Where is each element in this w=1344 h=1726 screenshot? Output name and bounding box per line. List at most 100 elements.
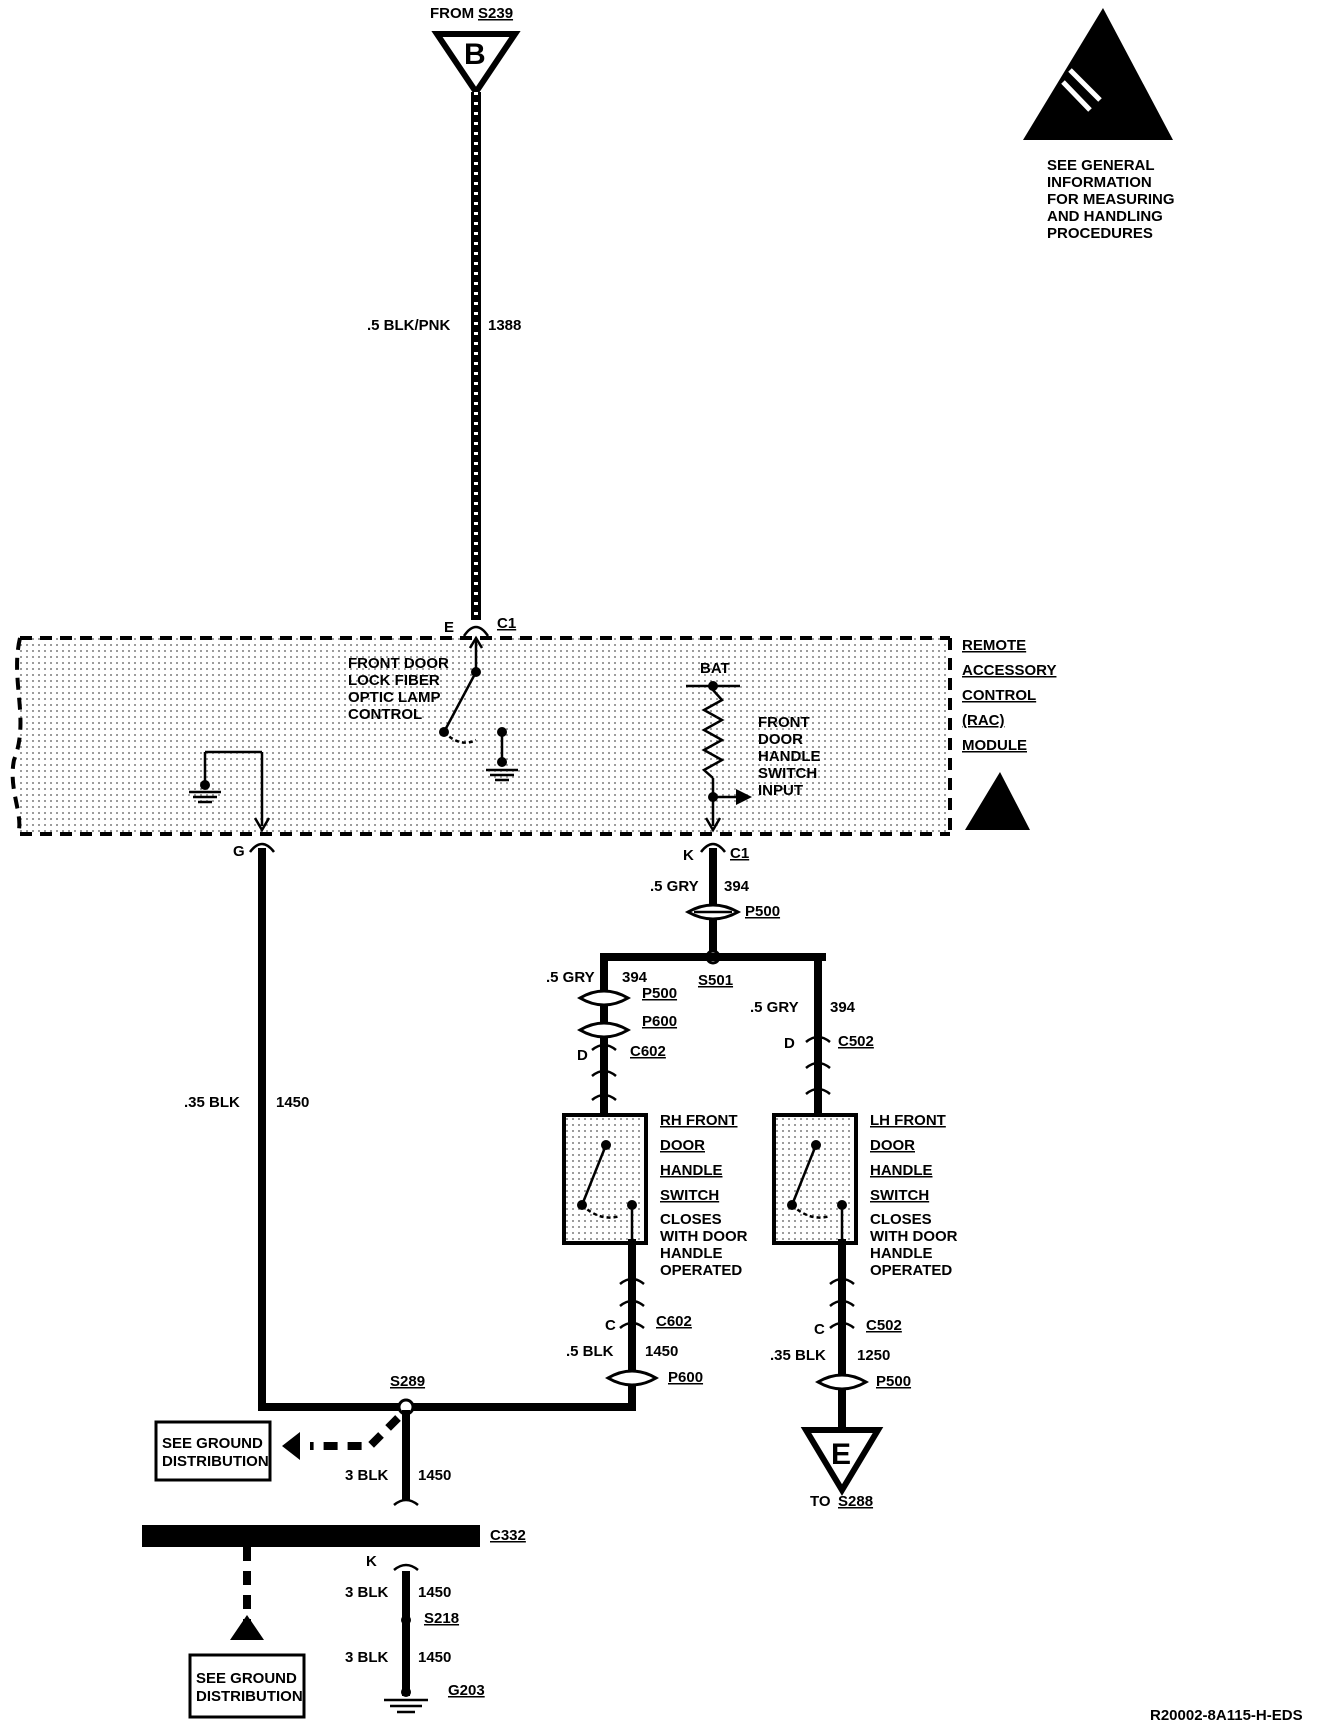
wire-1388-twisted (471, 92, 481, 620)
lh-switch-arm (790, 1144, 818, 1206)
wire-1250-gauge: .35 BLK (770, 1347, 826, 1364)
esd-note-line-3: FOR MEASURING (1047, 191, 1175, 208)
rh-switch-arm (580, 1144, 608, 1206)
input-label-line-5: INPUT (758, 782, 803, 799)
lh-note-line-3: HANDLE (870, 1245, 933, 1262)
to-ref-s288: S288 (838, 1493, 873, 1510)
p500-p600-rh-inline (577, 989, 631, 1039)
wire-1450-rh-gauge: .5 BLK (566, 1343, 614, 1360)
wire-1388-gauge: .5 BLK/PNK (367, 317, 451, 334)
rh-name-line-4: SWITCH (660, 1187, 719, 1204)
wire-1388-circuit: 1388 (488, 317, 521, 334)
pin-g: G (233, 843, 245, 860)
rh-note-line-2: WITH DOOR (660, 1228, 748, 1245)
c502-bot-pin: C (814, 1321, 825, 1338)
ground-ref-1-line-2: DISTRIBUTION (162, 1453, 269, 1470)
input-label-line-4: SWITCH (758, 765, 817, 782)
ground-distribution-ref-1[interactable]: SEE GROUND DISTRIBUTION (154, 1420, 272, 1482)
conn-e-c1: C1 (497, 615, 516, 632)
wire-g-upper-gauge: 3 BLK (345, 1467, 389, 1484)
ground-distribution-ref-2[interactable]: SEE GROUND DISTRIBUTION (188, 1653, 306, 1719)
ground-ref-2-line-1: SEE GROUND (196, 1670, 297, 1687)
lh-note-line-2: WITH DOOR (870, 1228, 958, 1245)
wire-g-mid-circuit: 1450 (418, 1584, 451, 1601)
connector-b-letter: B (464, 38, 486, 71)
rh-note-line-1: CLOSES (660, 1211, 722, 1228)
lh-note-line-1: CLOSES (870, 1211, 932, 1228)
p500-top-label: P500 (745, 903, 780, 920)
s289-label: S289 (390, 1373, 425, 1390)
wire-g-mid-gauge: 3 BLK (345, 1584, 389, 1601)
lamp-label-line-2: LOCK FIBER (348, 672, 440, 689)
lh-switch-body (772, 1113, 858, 1245)
wire-1450-gauge: .35 BLK (184, 1094, 240, 1111)
p500-bot-inline (815, 1373, 869, 1391)
wire-1450-rh-circuit: 1450 (645, 1343, 678, 1360)
s218-splice (401, 1615, 411, 1625)
wire-394-lh-circuit: 394 (830, 999, 856, 1016)
c602-top-label: C602 (630, 1043, 666, 1060)
c602-bot-label: C602 (656, 1313, 692, 1330)
c332-pin-k: K (366, 1553, 377, 1570)
wire-394-rh-circuit: 394 (622, 969, 648, 986)
bat-label: BAT (700, 660, 730, 677)
lh-name-line-2: DOOR (870, 1137, 915, 1154)
rh-note-line-3: HANDLE (660, 1245, 723, 1262)
connector-b-triangle (431, 31, 521, 98)
esd-note-line-2: INFORMATION (1047, 174, 1152, 191)
module-esd-icon (965, 772, 1030, 830)
p600-bot-label: P600 (668, 1369, 703, 1386)
wire-g-upper-circuit: 1450 (418, 1467, 451, 1484)
esd-note-line-1: SEE GENERAL (1047, 157, 1155, 174)
esd-warning-icon (1023, 8, 1173, 140)
diagram-id: R20002-8A115-H-EDS (1150, 1707, 1303, 1724)
c332-label: C332 (490, 1527, 526, 1544)
connector-e-letter: E (831, 1438, 851, 1471)
lh-name-line-3: HANDLE (870, 1162, 933, 1179)
module-name-line-2: ACCESSORY (962, 662, 1056, 679)
p500-bot-label: P500 (876, 1373, 911, 1390)
wire-394-k-circuit: 394 (724, 878, 750, 895)
c602-bot-pin: C (605, 1317, 616, 1334)
pin-k: K (683, 847, 694, 864)
s218-label: S218 (424, 1610, 459, 1627)
wire-1450-circuit: 1450 (276, 1094, 309, 1111)
s501-label: S501 (698, 972, 733, 989)
module-name-line-1: REMOTE (962, 637, 1026, 654)
lh-note-line-4: OPERATED (870, 1262, 952, 1279)
from-ref-s239: S239 (478, 5, 513, 22)
wire-394-lh-gauge: .5 GRY (750, 999, 799, 1016)
rh-front-door-handle-switch (562, 1113, 648, 1245)
input-arrow-icon (736, 789, 752, 805)
p600-bot-inline (605, 1369, 659, 1387)
from-label: FROM (430, 5, 474, 22)
esd-note-line-5: PROCEDURES (1047, 225, 1153, 242)
input-label-line-3: HANDLE (758, 748, 821, 765)
c602-top-pin: D (577, 1047, 588, 1064)
rac-module: REMOTE ACCESSORY CONTROL (RAC) MODULE E … (10, 615, 1056, 836)
lh-name-line-1: LH FRONT (870, 1112, 946, 1129)
c502-bot-label: C502 (866, 1317, 902, 1334)
lamp-label-line-4: CONTROL (348, 706, 422, 723)
c502-top-pin: D (784, 1035, 795, 1052)
pullup-resistor (701, 689, 725, 779)
module-name-line-4: (RAC) (962, 712, 1005, 729)
g203-label: G203 (448, 1682, 485, 1699)
input-label-line-2: DOOR (758, 731, 803, 748)
conn-k-c1: C1 (730, 845, 749, 862)
input-label-line-1: FRONT (758, 714, 810, 731)
rh-name-line-1: RH FRONT (660, 1112, 738, 1129)
module-name-line-5: MODULE (962, 737, 1027, 754)
ground-ref-1-line-1: SEE GROUND (162, 1435, 263, 1452)
lamp-label-line-3: OPTIC LAMP (348, 689, 441, 706)
esd-warning: SEE GENERAL INFORMATION FOR MEASURING AN… (1023, 8, 1175, 242)
p600-rh-label: P600 (642, 1013, 677, 1030)
c502-top-label: C502 (838, 1033, 874, 1050)
rh-switch-body (562, 1113, 648, 1245)
rh-note-line-4: OPERATED (660, 1262, 742, 1279)
wire-g-low-circuit: 1450 (418, 1649, 451, 1666)
module-name-line-3: CONTROL (962, 687, 1036, 704)
rac-module-body (20, 638, 950, 834)
lh-name-line-4: SWITCH (870, 1187, 929, 1204)
